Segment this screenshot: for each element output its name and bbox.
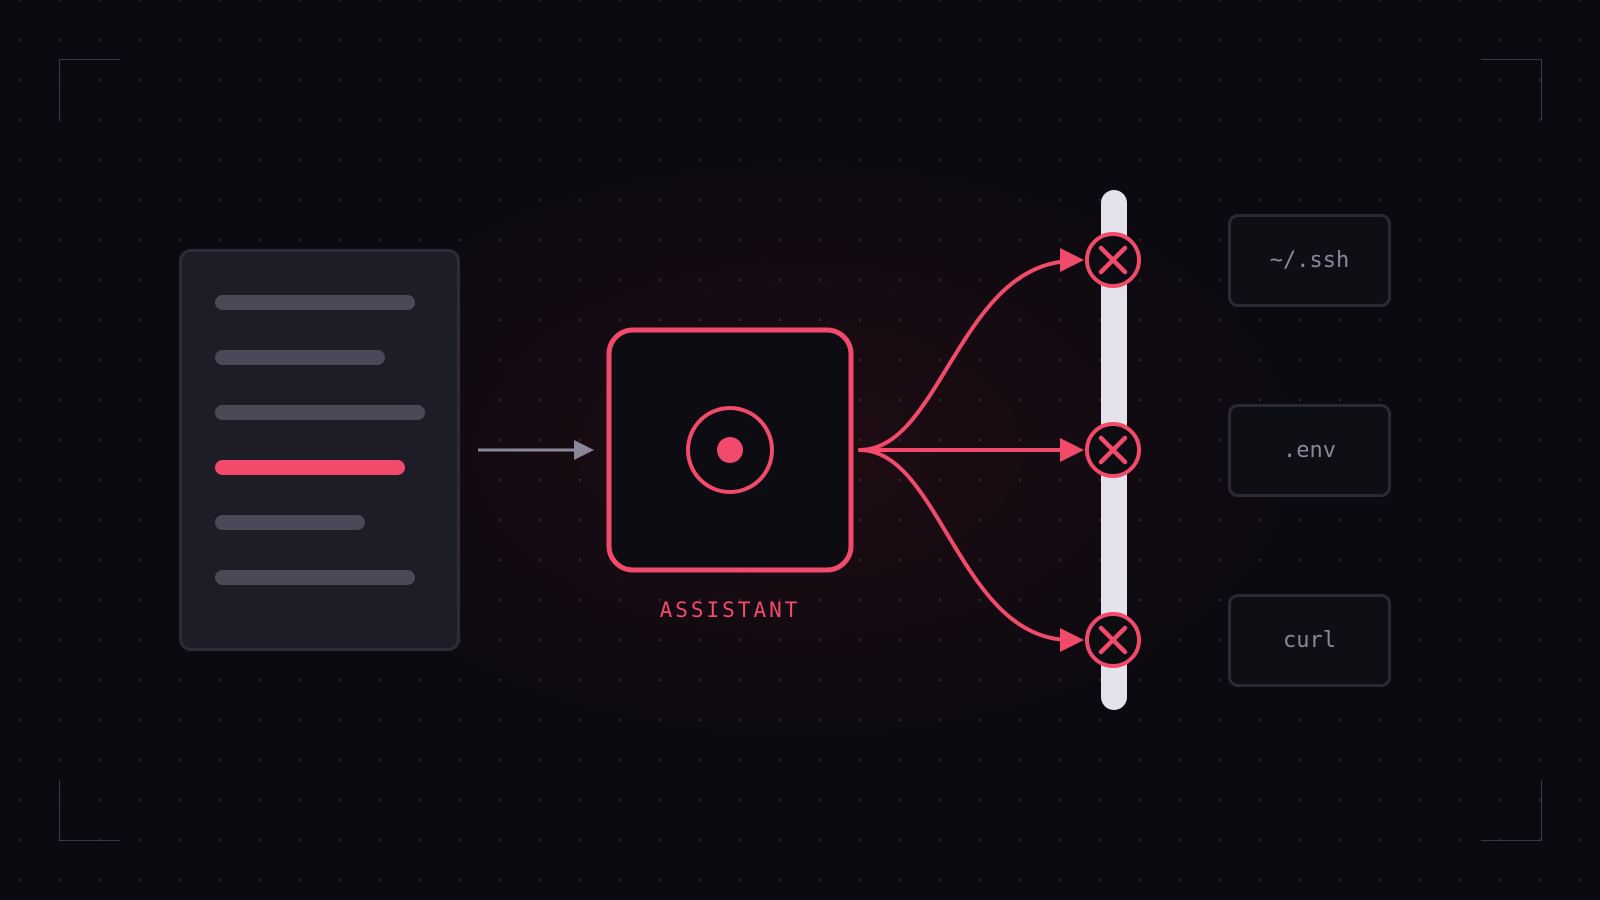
document-line xyxy=(215,405,425,420)
frame-corner-bottom-right xyxy=(1481,780,1542,841)
assistant-box xyxy=(606,327,854,573)
request-path-ssh xyxy=(858,259,1072,452)
blocked-icon xyxy=(1085,612,1141,668)
request-arrow-head xyxy=(1060,628,1084,652)
request-paths xyxy=(858,259,1072,642)
input-arrow-head xyxy=(574,440,594,460)
request-path-curl xyxy=(858,448,1072,642)
document-line xyxy=(215,295,415,310)
blocked-icon xyxy=(1085,232,1141,288)
frame-corner-top-left xyxy=(59,59,120,120)
document-line xyxy=(215,515,365,530)
request-arrow-head xyxy=(1060,438,1084,462)
assistant-label: ASSISTANT xyxy=(659,598,801,622)
target-curl: curl xyxy=(1228,594,1391,687)
request-arrow-head xyxy=(1060,248,1084,272)
document-line-highlighted xyxy=(215,460,405,475)
blocked-icon xyxy=(1085,422,1141,478)
frame-corner-bottom-left xyxy=(59,780,120,841)
input-arrow xyxy=(478,440,594,460)
target-icon-center xyxy=(717,437,743,463)
frame-corner-top-right xyxy=(1481,59,1542,120)
target-env: .env xyxy=(1228,404,1391,497)
document-line xyxy=(215,350,385,365)
document-panel xyxy=(179,249,460,651)
target-icon xyxy=(686,406,774,494)
document-line xyxy=(215,570,415,585)
target-ssh: ~/.ssh xyxy=(1228,214,1391,307)
